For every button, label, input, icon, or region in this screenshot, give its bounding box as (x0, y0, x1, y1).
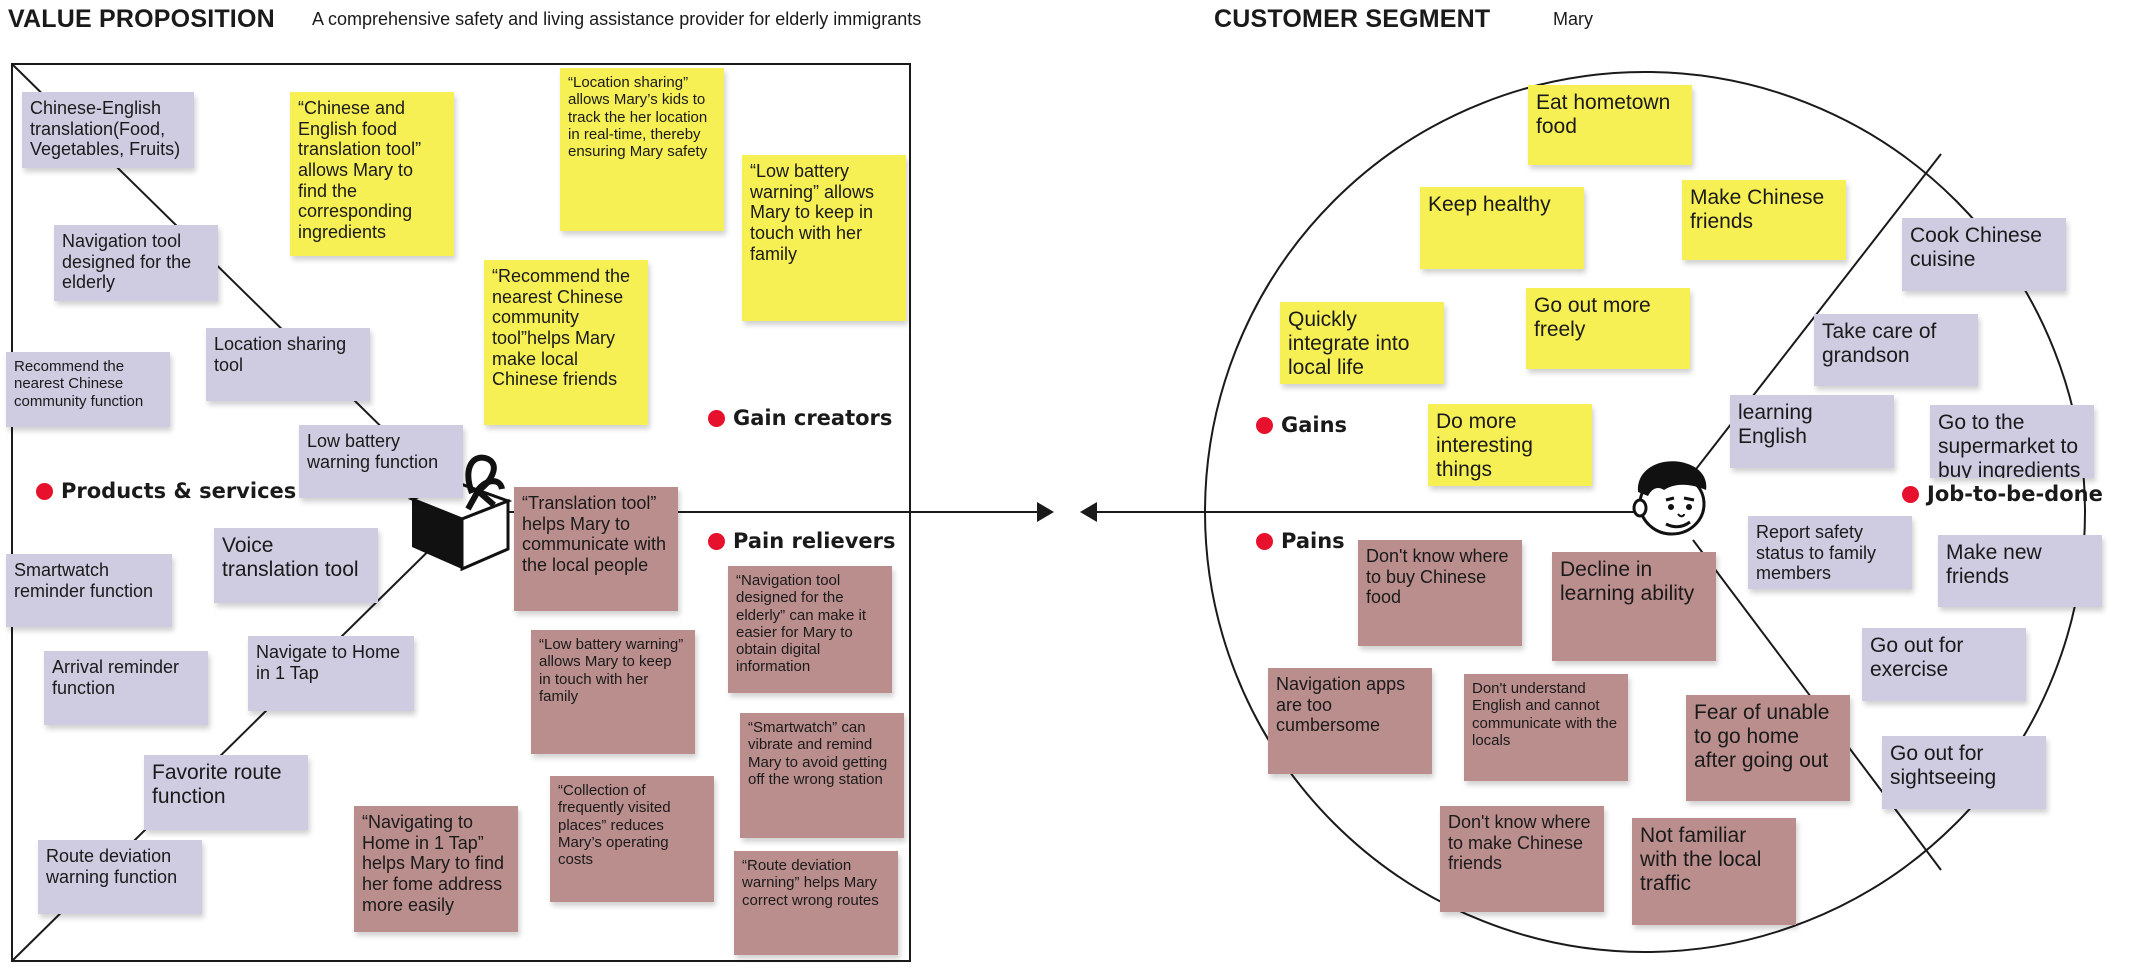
red-dot-icon (708, 409, 725, 427)
pain-reliever-note: “Low battery warning” allows Mary to kee… (531, 630, 695, 754)
person-face-icon (1632, 461, 1707, 536)
customer-profile-circle (1204, 71, 2086, 953)
pain-relievers-label: Pain relievers (708, 529, 895, 553)
gain-creator-note: “Location sharing” allows Mary’s kids to… (560, 68, 724, 231)
red-dot-icon (708, 532, 725, 550)
arrow-right-icon (1037, 502, 1054, 522)
pain-reliever-note: “Navigation tool designed for the elderl… (728, 566, 892, 693)
arrow-left-icon (1080, 502, 1097, 522)
pain-note: Navigation apps are too cumbersome (1268, 668, 1432, 774)
product-note: Low battery warning function (299, 425, 463, 498)
red-dot-icon (36, 482, 53, 500)
gain-note: Eat hometown food (1528, 85, 1692, 165)
job-note: Go out for sightseeing (1882, 736, 2046, 809)
product-note: Route deviation warning function (38, 840, 202, 914)
customer-segment-title: CUSTOMER SEGMENT (1214, 5, 1491, 33)
product-note: Smartwatch reminder function (6, 554, 172, 627)
job-note: Make new friends (1938, 535, 2102, 607)
gain-note: Keep healthy (1420, 187, 1584, 269)
product-note: Chinese-English translation(Food, Vegeta… (22, 92, 194, 168)
pain-note: Not familiar with the local traffic (1632, 818, 1796, 925)
gains-label: Gains (1256, 413, 1347, 437)
pain-reliever-note: “Translation tool” helps Mary to communi… (514, 487, 678, 611)
product-note: Arrival reminder function (44, 651, 208, 725)
gain-note: Go out more freely (1526, 288, 1690, 369)
pain-note: Fear of unable to go home after going ou… (1686, 695, 1850, 801)
value-proposition-title: VALUE PROPOSITION (8, 5, 275, 33)
pain-note: Decline in learning ability (1552, 552, 1716, 661)
job-note: Go to the supermarket to buy ingredients (1930, 405, 2094, 478)
job-note: Cook Chinese cuisine (1902, 218, 2066, 291)
products-services-label: Products & services (36, 479, 296, 503)
job-to-be-done-label: Job-to-be-done (1902, 482, 2103, 506)
gain-creator-note: “Low battery warning” allows Mary to kee… (742, 155, 906, 321)
gain-note: Make Chinese friends (1682, 180, 1846, 260)
product-note: Recommend the nearest Chinese community … (6, 352, 170, 427)
job-note: Take care of grandson (1814, 314, 1978, 386)
red-dot-icon (1902, 485, 1919, 503)
job-note: Report safety status to family members (1748, 516, 1912, 589)
customer-segment-subtitle: Mary (1553, 9, 1593, 29)
job-note: learning English (1730, 395, 1894, 468)
product-note: Favorite route function (144, 755, 308, 830)
product-note: Navigate to Home in 1 Tap (248, 636, 414, 711)
pain-reliever-note: “Collection of frequently visited places… (550, 776, 714, 902)
pain-note: Don't know where to make Chinese friends (1440, 806, 1604, 912)
gain-creator-note: “Chinese and English food translation to… (290, 92, 454, 256)
pain-reliever-note: “Smartwatch” can vibrate and remind Mary… (740, 713, 904, 838)
product-note: Location sharing tool (206, 328, 370, 401)
value-proposition-subtitle: A comprehensive safety and living assist… (312, 9, 922, 29)
red-dot-icon (1256, 532, 1273, 550)
pain-note: Don't know where to buy Chinese food (1358, 540, 1522, 646)
pains-label: Pains (1256, 529, 1345, 553)
product-note: Navigation tool designed for the elderly (54, 225, 218, 301)
red-dot-icon (1256, 416, 1273, 434)
pain-reliever-note: “Route deviation warning” helps Mary cor… (734, 851, 898, 955)
gain-creators-label: Gain creators (708, 406, 892, 430)
gain-note: Quickly integrate into local life (1280, 302, 1444, 384)
pain-reliever-note: “Navigating to Home in 1 Tap” helps Mary… (354, 806, 518, 932)
job-note: Go out for exercise (1862, 628, 2026, 701)
gain-note: Do more interesting things (1428, 404, 1592, 486)
product-note: Voice translation tool (214, 528, 378, 603)
pain-note: Don't understand English and cannot comm… (1464, 674, 1628, 781)
gain-creator-note: “Recommend the nearest Chinese community… (484, 260, 648, 425)
